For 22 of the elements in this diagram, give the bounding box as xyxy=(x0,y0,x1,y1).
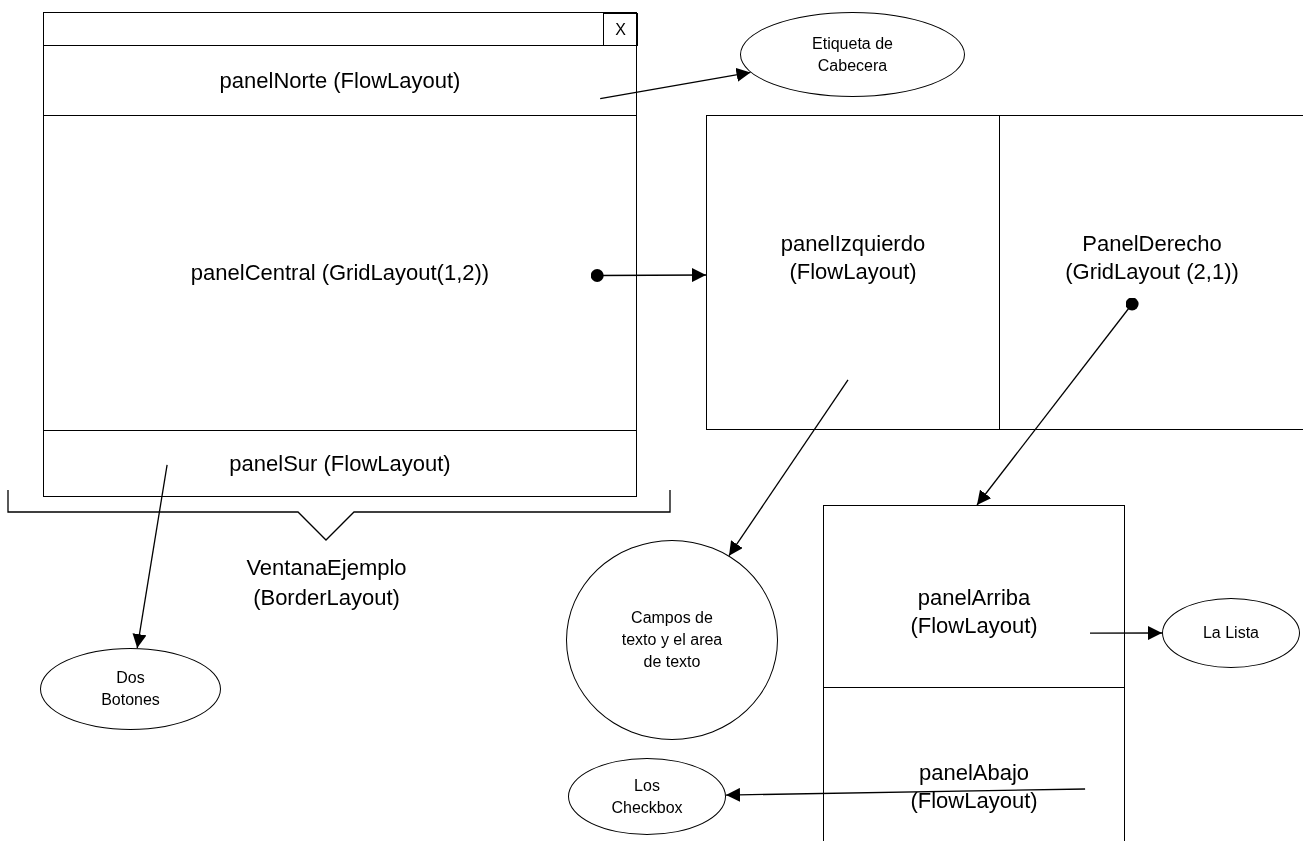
panel-label: panelAbajo (FlowLayout) xyxy=(909,759,1039,815)
arrow xyxy=(132,464,168,649)
callout-ellipse xyxy=(568,758,726,835)
panel-label: panelArriba (FlowLayout) xyxy=(909,583,1039,640)
arrow xyxy=(590,268,707,283)
panel-label: panelIzquierdo (FlowLayout) xyxy=(779,229,927,286)
panel-label: panelNorte (FlowLayout) xyxy=(219,66,461,95)
arrow xyxy=(725,787,1086,802)
panel-label: PanelDerecho (GridLayout (2,1)) xyxy=(1064,229,1240,286)
arrow xyxy=(599,67,752,100)
panel-label: panelSur (FlowLayout) xyxy=(229,449,451,478)
arrow xyxy=(976,297,1139,506)
callout-text: La Lista xyxy=(1202,623,1259,643)
callout-text: Dos Botones xyxy=(100,668,161,710)
close-button: X xyxy=(603,13,638,46)
arrow xyxy=(1089,626,1163,640)
window-label: VentanaEjemplo (BorderLayout) xyxy=(245,554,408,612)
callout-text: Etiqueta de Cabecera xyxy=(811,33,894,76)
arrow xyxy=(728,379,849,557)
callout-text: Los Checkbox xyxy=(610,775,684,818)
panel-label: panelCentral (GridLayout(1,2)) xyxy=(190,259,490,287)
callout-text: Campos de texto y el area de texto xyxy=(620,608,724,672)
